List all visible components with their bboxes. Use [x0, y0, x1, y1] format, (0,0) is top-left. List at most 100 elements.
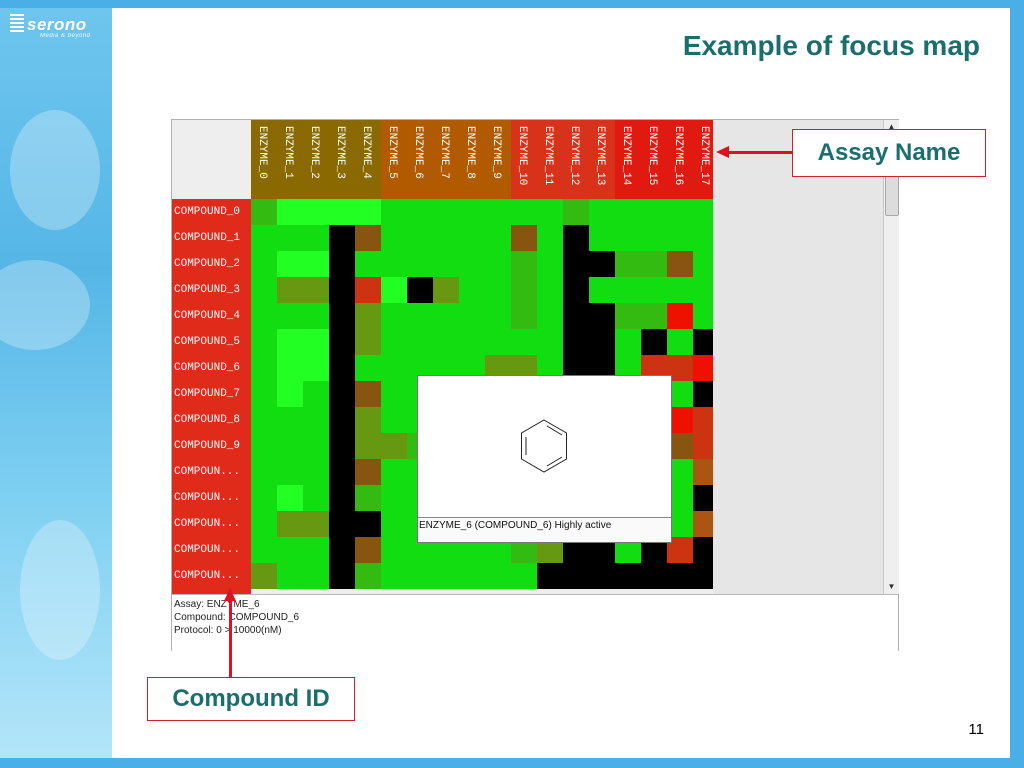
heatmap-cell[interactable] — [407, 277, 433, 303]
heatmap-cell[interactable] — [355, 277, 381, 303]
heatmap-cell[interactable] — [251, 355, 277, 381]
heatmap-cell[interactable] — [563, 225, 589, 251]
scroll-down-arrow-icon[interactable]: ▼ — [887, 582, 896, 591]
heatmap-cell[interactable] — [303, 303, 329, 329]
heatmap-cell[interactable] — [537, 563, 563, 589]
heatmap-cell[interactable] — [511, 225, 537, 251]
heatmap-cell[interactable] — [641, 563, 667, 589]
heatmap-cell[interactable] — [277, 225, 303, 251]
heatmap-cell[interactable] — [355, 433, 381, 459]
heatmap-cell[interactable] — [485, 563, 511, 589]
heatmap-cell[interactable] — [485, 251, 511, 277]
heatmap-cell[interactable] — [511, 563, 537, 589]
heatmap-cell[interactable] — [459, 303, 485, 329]
heatmap-cell[interactable] — [511, 251, 537, 277]
compound-row-label[interactable]: COMPOUND_3 — [174, 284, 241, 296]
heatmap-cell[interactable] — [485, 225, 511, 251]
heatmap-cell[interactable] — [381, 433, 407, 459]
assay-header-enzyme_10[interactable]: ENZYME_10 — [511, 120, 537, 199]
heatmap-cell[interactable] — [355, 199, 381, 225]
heatmap-cell[interactable] — [251, 433, 277, 459]
heatmap-cell[interactable] — [485, 329, 511, 355]
heatmap-cell[interactable] — [329, 485, 355, 511]
heatmap-cell[interactable] — [329, 251, 355, 277]
heatmap-cell[interactable] — [277, 251, 303, 277]
heatmap-cell[interactable] — [329, 381, 355, 407]
heatmap-cell[interactable] — [303, 329, 329, 355]
heatmap-cell[interactable] — [667, 329, 693, 355]
heatmap-cell[interactable] — [615, 329, 641, 355]
heatmap-cell[interactable] — [537, 225, 563, 251]
heatmap-cell[interactable] — [433, 303, 459, 329]
heatmap-cell[interactable] — [615, 225, 641, 251]
heatmap-cell[interactable] — [667, 251, 693, 277]
heatmap-cell[interactable] — [381, 407, 407, 433]
compound-row-label[interactable]: COMPOUND_2 — [174, 258, 241, 270]
heatmap-cell[interactable] — [329, 407, 355, 433]
assay-header-enzyme_2[interactable]: ENZYME_2 — [303, 120, 329, 199]
heatmap-cell[interactable] — [303, 251, 329, 277]
heatmap-cell[interactable] — [485, 277, 511, 303]
heatmap-cell[interactable] — [433, 329, 459, 355]
heatmap-cell[interactable] — [407, 251, 433, 277]
heatmap-cell[interactable] — [641, 251, 667, 277]
heatmap-cell[interactable] — [251, 511, 277, 537]
heatmap-cell[interactable] — [251, 277, 277, 303]
heatmap-cell[interactable] — [537, 199, 563, 225]
heatmap-cell[interactable] — [381, 537, 407, 563]
heatmap-cell[interactable] — [277, 355, 303, 381]
heatmap-cell[interactable] — [407, 199, 433, 225]
heatmap-cell[interactable] — [329, 537, 355, 563]
assay-header-enzyme_3[interactable]: ENZYME_3 — [329, 120, 355, 199]
assay-header-enzyme_1[interactable]: ENZYME_1 — [277, 120, 303, 199]
compound-row-label[interactable]: COMPOUND_4 — [174, 310, 241, 322]
heatmap-cell[interactable] — [433, 277, 459, 303]
heatmap-cell[interactable] — [407, 329, 433, 355]
heatmap-cell[interactable] — [407, 303, 433, 329]
heatmap-cell[interactable] — [303, 407, 329, 433]
heatmap-cell[interactable] — [537, 329, 563, 355]
heatmap-cell[interactable] — [355, 563, 381, 589]
heatmap-cell[interactable] — [615, 277, 641, 303]
heatmap-cell[interactable] — [277, 537, 303, 563]
heatmap-cell[interactable] — [355, 303, 381, 329]
heatmap-cell[interactable] — [303, 277, 329, 303]
heatmap-cell[interactable] — [537, 277, 563, 303]
heatmap-cell[interactable] — [251, 381, 277, 407]
assay-header-enzyme_6[interactable]: ENZYME_6 — [407, 120, 433, 199]
heatmap-cell[interactable] — [251, 303, 277, 329]
heatmap-cell[interactable] — [277, 459, 303, 485]
heatmap-cell[interactable] — [589, 225, 615, 251]
compound-row-label[interactable]: COMPOUND_6 — [174, 362, 241, 374]
compound-row-label[interactable]: COMPOUND_0 — [174, 206, 241, 218]
compound-row-label[interactable]: COMPOUND_1 — [174, 232, 241, 244]
heatmap-cell[interactable] — [329, 511, 355, 537]
assay-header-enzyme_4[interactable]: ENZYME_4 — [355, 120, 381, 199]
heatmap-cell[interactable] — [615, 563, 641, 589]
heatmap-cell[interactable] — [277, 277, 303, 303]
heatmap-cell[interactable] — [563, 199, 589, 225]
heatmap-cell[interactable] — [251, 459, 277, 485]
compound-row-label[interactable]: COMPOUND_8 — [174, 414, 241, 426]
heatmap-cell[interactable] — [511, 329, 537, 355]
heatmap-cell[interactable] — [355, 537, 381, 563]
heatmap-cell[interactable] — [615, 251, 641, 277]
heatmap-cell[interactable] — [355, 511, 381, 537]
heatmap-cell[interactable] — [641, 329, 667, 355]
heatmap-cell[interactable] — [667, 563, 693, 589]
heatmap-cell[interactable] — [277, 303, 303, 329]
heatmap-cell[interactable] — [433, 199, 459, 225]
heatmap-cell[interactable] — [355, 225, 381, 251]
heatmap-cell[interactable] — [277, 563, 303, 589]
assay-header-enzyme_11[interactable]: ENZYME_11 — [537, 120, 563, 199]
heatmap-cell[interactable] — [511, 303, 537, 329]
heatmap-cell[interactable] — [303, 225, 329, 251]
assay-header-enzyme_14[interactable]: ENZYME_14 — [615, 120, 641, 199]
heatmap-cell[interactable] — [667, 277, 693, 303]
heatmap-cell[interactable] — [277, 485, 303, 511]
heatmap-cell[interactable] — [641, 303, 667, 329]
heatmap-cell[interactable] — [381, 459, 407, 485]
heatmap-cell[interactable] — [459, 277, 485, 303]
heatmap-cell[interactable] — [251, 329, 277, 355]
heatmap-cell[interactable] — [355, 459, 381, 485]
